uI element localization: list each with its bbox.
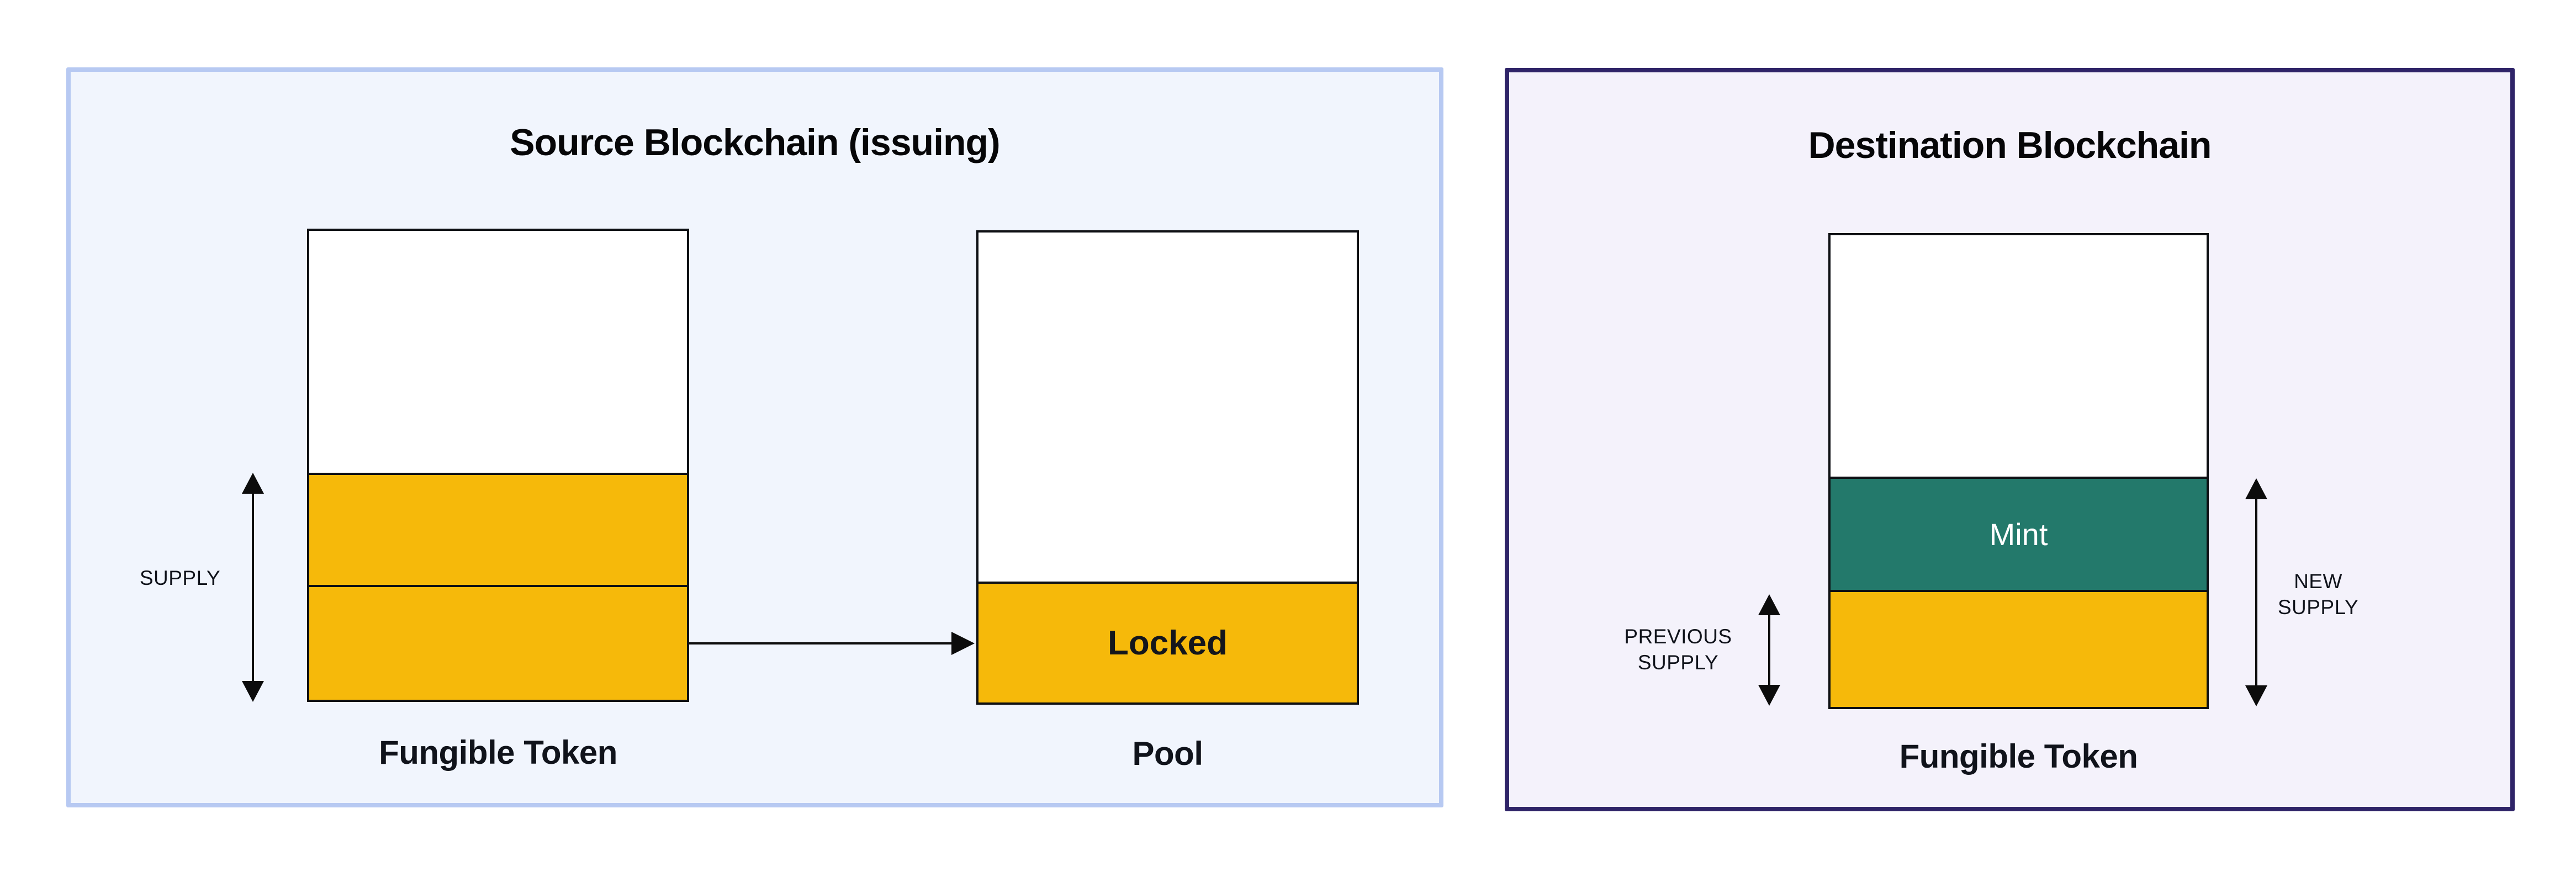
- previous-supply-label-line2: SUPPLY: [1637, 651, 1719, 674]
- arrow-shaft: [252, 494, 254, 681]
- fungible-token-label: Fungible Token: [379, 734, 617, 771]
- previous-supply-label: PREVIOUS SUPPLY: [1584, 624, 1772, 675]
- mint-label: Mint: [1989, 517, 2048, 552]
- arrow-shaft: [689, 642, 951, 644]
- source-panel-title: Source Blockchain (issuing): [510, 121, 1000, 163]
- new-supply-label-line1: NEW: [2294, 570, 2342, 593]
- bar-segment-pool-empty: [978, 233, 1357, 582]
- source-panel: Source Blockchain (issuing) SUPPLY Locke…: [66, 67, 1443, 807]
- new-supply-range-arrow-icon: [2245, 478, 2267, 706]
- destination-panel-title: Destination Blockchain: [1808, 124, 2212, 166]
- transfer-arrow-icon: [689, 632, 975, 655]
- new-supply-label-line2: SUPPLY: [2277, 596, 2359, 619]
- bar-segment-empty-headroom: [309, 231, 687, 473]
- previous-supply-label-line1: PREVIOUS: [1624, 625, 1732, 648]
- bar-segment-supply-upper: [309, 473, 687, 585]
- fungible-token-bar: [307, 229, 689, 702]
- bar-segment-previous-supply: [1831, 590, 2207, 707]
- new-supply-label: NEW SUPPLY: [2271, 568, 2365, 620]
- bar-segment-supply-lower: [309, 584, 687, 700]
- arrowhead-down-icon: [242, 681, 264, 702]
- arrowhead-down-icon: [2245, 685, 2267, 706]
- pool-bar: Locked: [976, 230, 1359, 705]
- arrowhead-down-icon: [1758, 685, 1780, 706]
- bar-segment-mint: Mint: [1831, 477, 2207, 590]
- pool-label: Pool: [1132, 735, 1204, 772]
- bar-segment-locked: Locked: [978, 582, 1357, 702]
- destination-fungible-token-label: Fungible Token: [1899, 738, 2138, 775]
- arrowhead-up-icon: [2245, 478, 2267, 499]
- arrow-shaft: [1768, 615, 1770, 685]
- arrowhead-right-icon: [951, 632, 975, 655]
- previous-supply-range-arrow-icon: [1758, 594, 1780, 706]
- arrowhead-up-icon: [1758, 594, 1780, 615]
- arrow-shaft: [2255, 499, 2257, 685]
- supply-range-arrow-icon: [242, 473, 264, 702]
- supply-label: SUPPLY: [139, 567, 221, 589]
- destination-fungible-token-bar: Mint: [1828, 233, 2209, 709]
- locked-label: Locked: [1107, 624, 1228, 663]
- arrowhead-up-icon: [242, 473, 264, 494]
- bar-segment-empty-headroom: [1831, 235, 2207, 477]
- destination-panel: Destination Blockchain PREVIOUS SUPPLY M…: [1505, 68, 2515, 811]
